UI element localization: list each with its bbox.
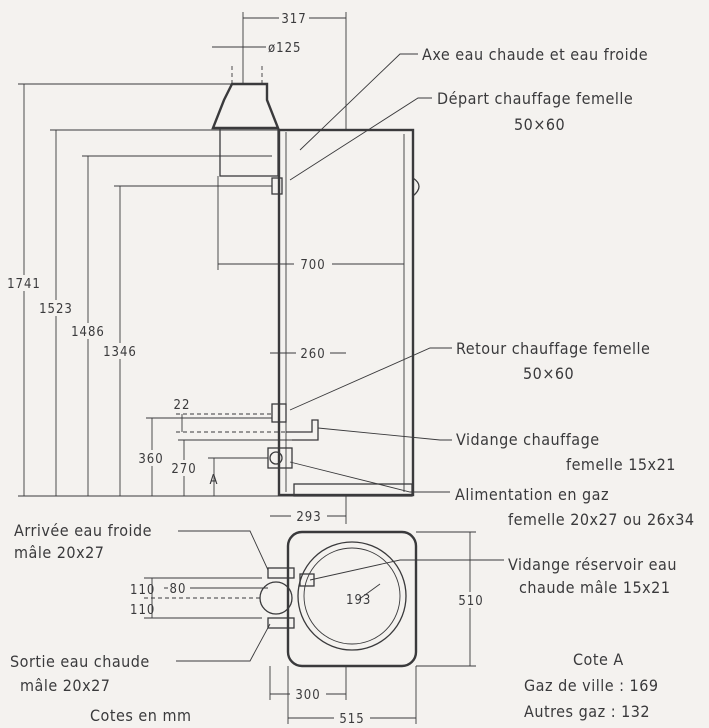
dim-317-label: 317 — [281, 12, 306, 27]
dim-110a-label: 110 — [130, 583, 155, 598]
plan-dimensions: 110 110 80 510 300 515 — [130, 531, 487, 727]
retour-chauffage-fitting — [271, 403, 287, 423]
label-arrivee-2: mâle 20x27 — [14, 543, 104, 562]
dim-1741-label: 1741 — [7, 277, 41, 292]
label-reservoir-2: chaude mâle 15x21 — [519, 578, 670, 597]
label-reservoir-1: Vidange réservoir eau — [508, 555, 677, 574]
arrivee-leader — [178, 530, 269, 571]
label-coteA-autres: Autres gaz : 132 — [524, 702, 650, 721]
vidange-chauffage-leader — [317, 427, 452, 441]
flue-hood — [211, 82, 280, 130]
label-retour-1: Retour chauffage femelle — [456, 339, 650, 358]
plan-body-outline — [286, 530, 418, 668]
dim-110b-label: 110 — [130, 603, 155, 618]
draft-diverter — [219, 127, 279, 177]
sortie-leader — [176, 623, 271, 662]
retour-leader — [289, 347, 452, 411]
tank-inner-circle — [303, 547, 401, 645]
label-retour-2: 50×60 — [523, 364, 574, 383]
hot-water-outlet-fitting — [267, 617, 295, 629]
dim-270-label: 270 — [171, 462, 196, 477]
label-gaz-1: Alimentation en gaz — [455, 485, 609, 504]
dim-193-label: 193 — [346, 593, 371, 608]
gas-valve-knob — [269, 451, 283, 465]
dim-700-label: 700 — [300, 258, 325, 273]
label-cotes: Cotes en mm — [90, 706, 192, 725]
thermostat-knob — [412, 177, 420, 197]
dim-510-label: 510 — [458, 594, 483, 609]
label-depart-2: 50×60 — [514, 115, 565, 134]
label-depart-1: Départ chauffage femelle — [437, 89, 633, 108]
depart-chauffage-fitting — [271, 177, 283, 195]
dim-1346-label: 1346 — [103, 345, 137, 360]
label-sortie-1: Sortie eau chaude — [10, 652, 150, 671]
dim-515-label: 515 — [339, 712, 364, 727]
axe-leader — [299, 53, 418, 151]
cold-water-inlet-fitting — [267, 567, 295, 579]
dim-260-label: 260 — [300, 347, 325, 362]
side-dimensions: 317 ø125 700 260 1741 1523 1486 — [6, 10, 404, 525]
dim-360-label: 360 — [138, 452, 163, 467]
dim-A-label: A — [210, 473, 219, 488]
dim-1486-label: 1486 — [71, 325, 105, 340]
label-vidange-2: femelle 15x21 — [566, 455, 676, 474]
dim-22-label: 22 — [174, 398, 191, 413]
dim-80-label: 80 — [170, 582, 187, 597]
dim-125-label: ø125 — [268, 41, 301, 56]
dim-293-label: 293 — [296, 510, 321, 525]
gaz-leader — [289, 461, 450, 493]
tank-drain-fitting — [299, 573, 315, 587]
tank-outer-circle — [297, 541, 407, 651]
dim-1523-label: 1523 — [39, 302, 73, 317]
vidange-chauffage-pipe — [286, 419, 319, 441]
reservoir-leader — [309, 559, 504, 581]
label-axe: Axe eau chaude et eau froide — [422, 45, 648, 64]
callout-labels: Axe eau chaude et eau froide Départ chau… — [10, 45, 695, 725]
label-coteA-ville: Gaz de ville : 169 — [524, 676, 659, 695]
label-coteA-title: Cote A — [573, 650, 624, 669]
label-vidange-1: Vidange chauffage — [456, 430, 600, 449]
plan-view: 193 — [259, 530, 418, 668]
dim-193-line — [357, 583, 381, 601]
label-gaz-2: femelle 20x27 ou 26x34 — [508, 510, 695, 529]
dim-300-label: 300 — [295, 688, 320, 703]
depart-leader — [289, 97, 432, 181]
leader-lines — [176, 53, 504, 662]
label-sortie-2: mâle 20x27 — [20, 676, 110, 695]
side-elevation — [211, 66, 420, 497]
label-arrivee-1: Arrivée eau froide — [14, 521, 152, 540]
boiler-base — [293, 483, 413, 497]
